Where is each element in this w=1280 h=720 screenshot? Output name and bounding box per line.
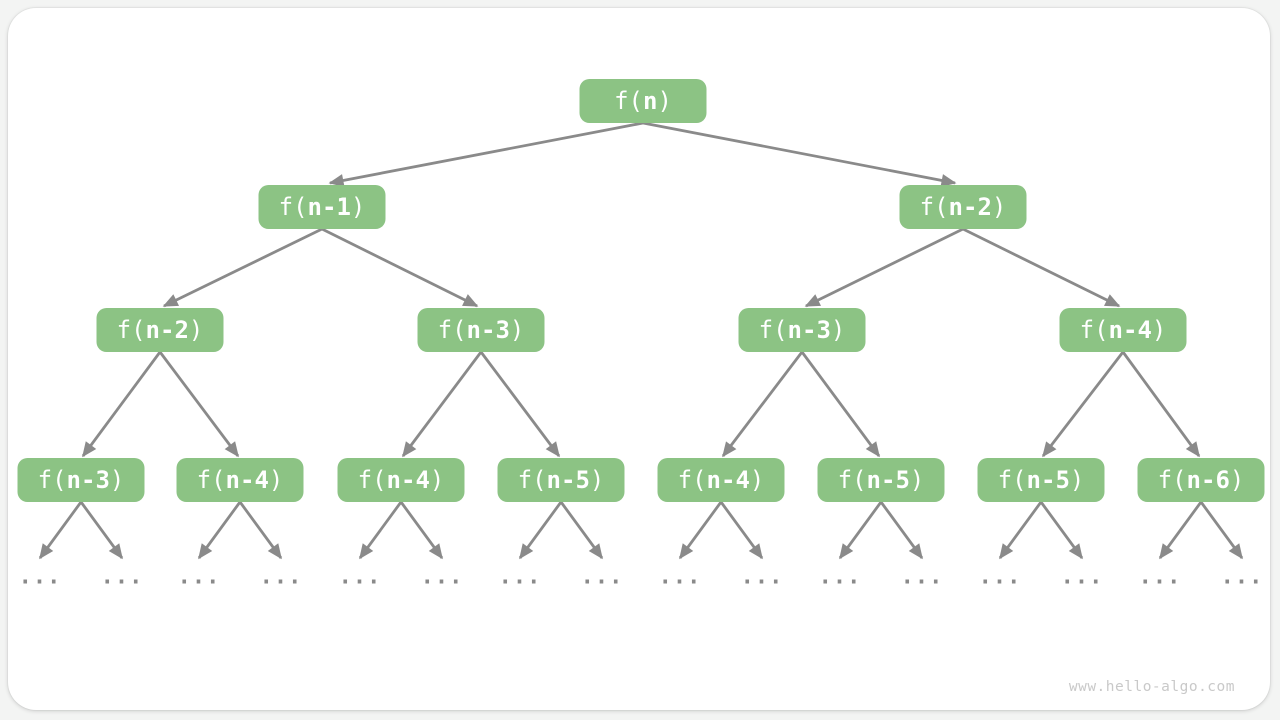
node-label-open: f( bbox=[357, 466, 387, 494]
node-label-arg: n-5 bbox=[866, 466, 910, 494]
node-label-arg: n-2 bbox=[948, 193, 992, 221]
tree-node-f-n-5: f(n-5) bbox=[817, 458, 945, 502]
node-label-close: ) bbox=[749, 466, 765, 494]
node-label-arg: n-6 bbox=[1186, 466, 1230, 494]
node-label-close: ) bbox=[657, 87, 672, 115]
tree-leaf-ellipsis: ... bbox=[18, 564, 62, 590]
tree-node-f-n-3: f(n-3) bbox=[17, 458, 145, 502]
tree-leaf-ellipsis: ... bbox=[338, 564, 382, 590]
node-label-close: ) bbox=[830, 316, 846, 344]
node-label-arg: n-3 bbox=[787, 316, 831, 344]
node-label-close: ) bbox=[509, 316, 525, 344]
tree-leaf-ellipsis: ... bbox=[818, 564, 862, 590]
node-label-close: ) bbox=[268, 466, 284, 494]
node-label-arg: n-4 bbox=[1108, 316, 1152, 344]
node-label-arg: n-5 bbox=[546, 466, 590, 494]
tree-node-f-n-3: f(n-3) bbox=[738, 308, 866, 352]
tree-leaf-ellipsis: ... bbox=[1220, 564, 1264, 590]
tree-node-f-n-3: f(n-3) bbox=[417, 308, 545, 352]
tree-leaf-ellipsis: ... bbox=[259, 564, 303, 590]
tree-node-f-n-6: f(n-6) bbox=[1137, 458, 1265, 502]
node-label-open: f( bbox=[517, 466, 547, 494]
node-label-open: f( bbox=[1157, 466, 1187, 494]
node-label-open: f( bbox=[37, 466, 67, 494]
tree-leaf-ellipsis: ... bbox=[900, 564, 944, 590]
node-label-open: f( bbox=[997, 466, 1027, 494]
node-label-close: ) bbox=[109, 466, 125, 494]
node-label-close: ) bbox=[350, 193, 366, 221]
tree-leaf-ellipsis: ... bbox=[100, 564, 144, 590]
tree-node-f-n-4: f(n-4) bbox=[657, 458, 785, 502]
node-label-arg: n-4 bbox=[225, 466, 269, 494]
node-label-arg: n-3 bbox=[466, 316, 510, 344]
tree-node-f-n-4: f(n-4) bbox=[1059, 308, 1187, 352]
node-label-arg: n-5 bbox=[1026, 466, 1070, 494]
node-label-open: f( bbox=[1079, 316, 1109, 344]
tree-leaf-ellipsis: ... bbox=[740, 564, 784, 590]
node-label-open: f( bbox=[677, 466, 707, 494]
tree-node-f-n-1: f(n-1) bbox=[258, 185, 386, 229]
tree-leaf-ellipsis: ... bbox=[420, 564, 464, 590]
node-label-open: f( bbox=[196, 466, 226, 494]
tree-leaf-ellipsis: ... bbox=[658, 564, 702, 590]
node-label-close: ) bbox=[1069, 466, 1085, 494]
node-label-close: ) bbox=[1229, 466, 1245, 494]
node-label-close: ) bbox=[909, 466, 925, 494]
tree-node-f-n-4: f(n-4) bbox=[176, 458, 304, 502]
tree-leaf-ellipsis: ... bbox=[580, 564, 624, 590]
tree-leaf-ellipsis: ... bbox=[1060, 564, 1104, 590]
node-label-open: f( bbox=[278, 193, 308, 221]
node-label-close: ) bbox=[188, 316, 204, 344]
tree-node-f-n-2: f(n-2) bbox=[899, 185, 1027, 229]
node-label-open: f( bbox=[919, 193, 949, 221]
tree-leaf-ellipsis: ... bbox=[1138, 564, 1182, 590]
node-label-open: f( bbox=[116, 316, 146, 344]
node-label-close: ) bbox=[589, 466, 605, 494]
tree-node-f-n: f(n) bbox=[579, 79, 707, 123]
node-label-close: ) bbox=[1151, 316, 1167, 344]
node-label-open: f( bbox=[614, 87, 643, 115]
node-label-close: ) bbox=[991, 193, 1007, 221]
tree-leaf-ellipsis: ... bbox=[498, 564, 542, 590]
node-label-arg: n-4 bbox=[706, 466, 750, 494]
tree-leaf-ellipsis: ... bbox=[978, 564, 1022, 590]
node-label-arg: n-4 bbox=[386, 466, 430, 494]
node-label-open: f( bbox=[837, 466, 867, 494]
tree-node-f-n-4: f(n-4) bbox=[337, 458, 465, 502]
node-label-open: f( bbox=[437, 316, 467, 344]
node-label-close: ) bbox=[429, 466, 445, 494]
node-label-arg: n-2 bbox=[145, 316, 189, 344]
tree-node-f-n-5: f(n-5) bbox=[977, 458, 1105, 502]
tree-leaf-ellipsis: ... bbox=[177, 564, 221, 590]
tree-node-f-n-2: f(n-2) bbox=[96, 308, 224, 352]
node-label-arg: n-1 bbox=[307, 193, 351, 221]
node-label-arg: n-3 bbox=[66, 466, 110, 494]
node-label-arg: n bbox=[643, 87, 658, 115]
tree-node-f-n-5: f(n-5) bbox=[497, 458, 625, 502]
watermark: www.hello-algo.com bbox=[1068, 679, 1235, 695]
node-label-open: f( bbox=[758, 316, 788, 344]
